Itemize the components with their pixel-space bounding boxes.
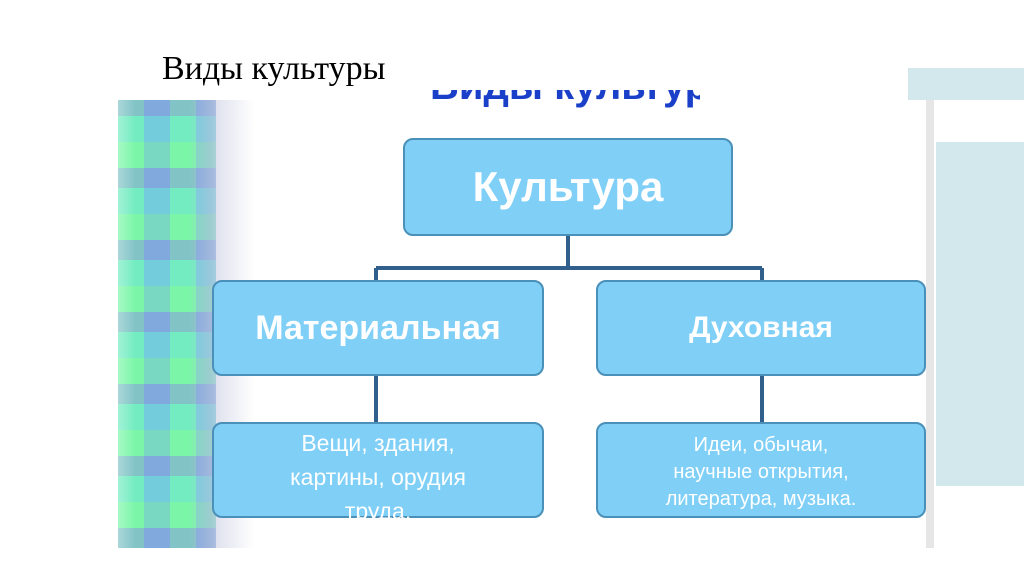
example-text: Идеи, обычаи, — [693, 434, 829, 456]
decorative-panel — [936, 142, 1024, 486]
example-text: труда. — [344, 498, 412, 524]
node-material-examples: Вещи, здания, картины, орудия труда. — [212, 422, 544, 524]
node-spiritual: Духовная — [596, 280, 926, 376]
example-text: Вещи, здания, — [301, 430, 455, 456]
example-text: литература, музыка. — [665, 488, 857, 510]
example-text: картины, орудия — [290, 464, 466, 490]
example-text: научные открытия, — [673, 461, 849, 483]
node-material: Материальная — [212, 280, 544, 376]
node-culture: Культура — [403, 138, 733, 236]
clipped-heading-text: Виды культуры — [430, 90, 700, 109]
clipped-heading: Виды культуры — [430, 90, 700, 112]
decorative-bar — [908, 68, 1024, 100]
slide-title: Виды культуры — [162, 50, 386, 87]
decorative-divider — [926, 100, 934, 548]
node-spiritual-examples: Идеи, обычаи, научные открытия, литерату… — [596, 422, 926, 518]
